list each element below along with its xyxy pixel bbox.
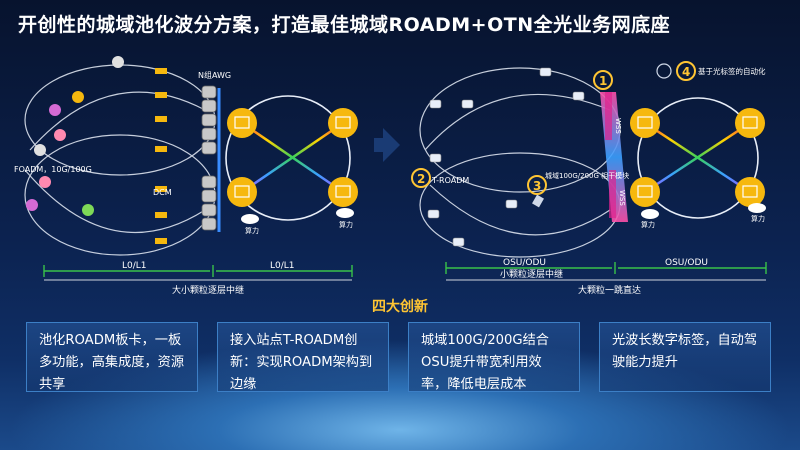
left-arrows: [43, 265, 353, 277]
left-power-label-b: 算力: [339, 220, 353, 229]
svg-text:2: 2: [417, 172, 425, 186]
left-core-nodes: [227, 108, 358, 207]
right-rings: [419, 67, 621, 258]
wss-label-top: WSS: [614, 118, 622, 134]
foadm-label: FOADM，10G/100G: [14, 165, 92, 174]
marker-3: 3: [527, 175, 547, 195]
wss-label-bottom: WSS: [618, 190, 626, 206]
small-relay-label: 小颗粒逐层中继: [500, 268, 563, 280]
relay-label: 大小颗粒逐层中继: [172, 284, 244, 296]
marker-4: 4: [676, 61, 696, 81]
big-direct-label: 大颗粒一跳直达: [578, 284, 641, 296]
dcm-label: DCM: [153, 188, 172, 197]
right-core: [637, 97, 759, 219]
svg-text:1: 1: [599, 74, 607, 88]
innovation-box-3: 城域100G/200G结合OSU提升带宽利用效率，降低电层成本: [408, 322, 580, 392]
marker-2: 2: [411, 168, 431, 188]
head-icon: [656, 63, 672, 79]
awg-label: N组AWG: [198, 70, 231, 80]
innovation-box-2: 接入站点T-ROADM创新：实现ROADM架构到边缘: [217, 322, 389, 392]
right-arrows: [445, 262, 767, 274]
left-power-label-a: 算力: [245, 226, 259, 235]
right-cloud-icons: [641, 203, 766, 219]
l0-right-label: L0/L1: [270, 261, 295, 271]
innovation-box-4: 光波长数字标签，自动驾驶能力提升: [599, 322, 771, 392]
module-label: 城域100G/200G 相干模块: [545, 171, 629, 180]
page-title: 开创性的城域池化波分方案，打造最佳城域ROADM+OTN全光业务网底座: [18, 14, 671, 36]
innovation-title: 四大创新: [372, 299, 428, 315]
svg-text:4: 4: [682, 65, 690, 79]
right-power-label-a: 算力: [641, 220, 655, 229]
auto-label: 基于光标签的自动化: [698, 66, 766, 76]
left-cloud-icons: [241, 208, 354, 224]
left-core: [225, 95, 351, 221]
marker-1: 1: [593, 70, 613, 90]
osu-left-label: OSU/ODU: [503, 258, 546, 268]
troadm-label: T-ROADM: [431, 176, 469, 185]
awg-stack: [201, 85, 217, 231]
left-access-nodes: [26, 56, 124, 216]
right-core-nodes: [630, 108, 765, 207]
right-access-nodes: [427, 67, 585, 247]
innovation-box-1: 池化ROADM板卡，一板多功能，高集成度，资源共享: [26, 322, 198, 392]
left-orange-markers: [155, 68, 167, 244]
module-icon: [532, 194, 544, 208]
wss-column: [600, 92, 628, 222]
right-power-label-b: 算力: [751, 214, 765, 223]
transition-arrow: [374, 128, 400, 162]
left-rings: [24, 64, 216, 256]
svg-text:3: 3: [533, 179, 541, 193]
osu-right-label: OSU/ODU: [665, 258, 708, 268]
l0-left-label: L0/L1: [122, 261, 147, 271]
